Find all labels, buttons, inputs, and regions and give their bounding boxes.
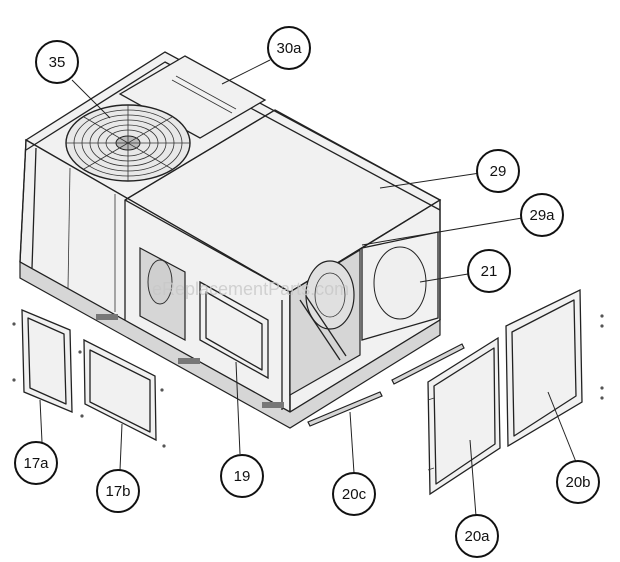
rail-20c <box>307 343 465 427</box>
callout-29: 29 <box>476 149 520 193</box>
callout-19: 19 <box>220 454 264 498</box>
watermark-text: eReplacementParts.com <box>152 279 349 299</box>
svg-text:20a: 20a <box>464 528 490 545</box>
svg-text:19: 19 <box>234 468 251 485</box>
svg-text:29a: 29a <box>529 207 555 224</box>
panel-20a <box>427 336 501 496</box>
svg-text:29: 29 <box>490 163 507 180</box>
panel-20b <box>505 288 583 448</box>
leader-lines <box>39 59 577 517</box>
callout-20c: 20c <box>332 472 376 516</box>
callout-29a: 29a <box>520 193 564 237</box>
panel-17b <box>83 338 157 442</box>
base-slots <box>96 314 284 408</box>
callout-17a: 17a <box>14 441 58 485</box>
callout-21: 21 <box>467 249 511 293</box>
callout-30a: 30a <box>267 26 311 70</box>
panel-17a <box>21 309 73 413</box>
callout-20a: 20a <box>455 514 499 558</box>
callout-17b: 17b <box>96 469 140 513</box>
svg-text:35: 35 <box>49 54 66 71</box>
svg-text:21: 21 <box>481 263 498 280</box>
condenser-fan-grille-35 <box>65 104 191 182</box>
callout-20b: 20b <box>556 460 600 504</box>
svg-text:20c: 20c <box>342 486 367 503</box>
svg-text:17a: 17a <box>23 455 49 472</box>
fastener-screws <box>12 314 604 448</box>
blower-assembly <box>289 231 439 397</box>
front-openings <box>139 247 269 380</box>
svg-text:17b: 17b <box>105 483 130 500</box>
svg-text:20b: 20b <box>565 474 590 491</box>
svg-text:30a: 30a <box>276 40 302 57</box>
callout-35: 35 <box>35 40 79 84</box>
